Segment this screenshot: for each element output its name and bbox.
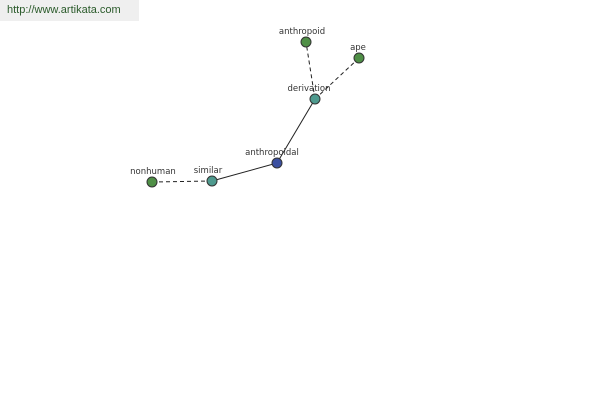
site-url-banner[interactable]: http://www.artikata.com <box>0 0 139 21</box>
graph-nodes <box>146 36 365 188</box>
node-ape[interactable] <box>353 52 365 64</box>
edge-anthropoidal-similar <box>211 162 278 182</box>
edge-similar-nonhuman <box>151 180 213 183</box>
edge-derivation-ape <box>314 57 360 100</box>
node-anthropoid[interactable] <box>300 36 312 48</box>
edge-anthropoidal-derivation <box>276 98 316 164</box>
graph-edges <box>151 41 360 183</box>
node-label-derivation: derivation <box>287 84 330 94</box>
edge-derivation-anthropoid <box>305 41 316 100</box>
node-label-similar: similar <box>194 166 223 176</box>
node-anthropoidal[interactable] <box>271 157 283 169</box>
node-label-anthropoidal: anthropoidal <box>245 148 299 158</box>
node-label-ape: ape <box>350 43 366 53</box>
node-label-nonhuman: nonhuman <box>130 167 176 177</box>
node-label-anthropoid: anthropoid <box>279 27 325 37</box>
node-nonhuman[interactable] <box>146 176 158 188</box>
node-similar[interactable] <box>206 175 218 187</box>
node-derivation[interactable] <box>309 93 321 105</box>
graph-labels: anthropoidal derivation similar anthropoid a… <box>130 27 366 177</box>
